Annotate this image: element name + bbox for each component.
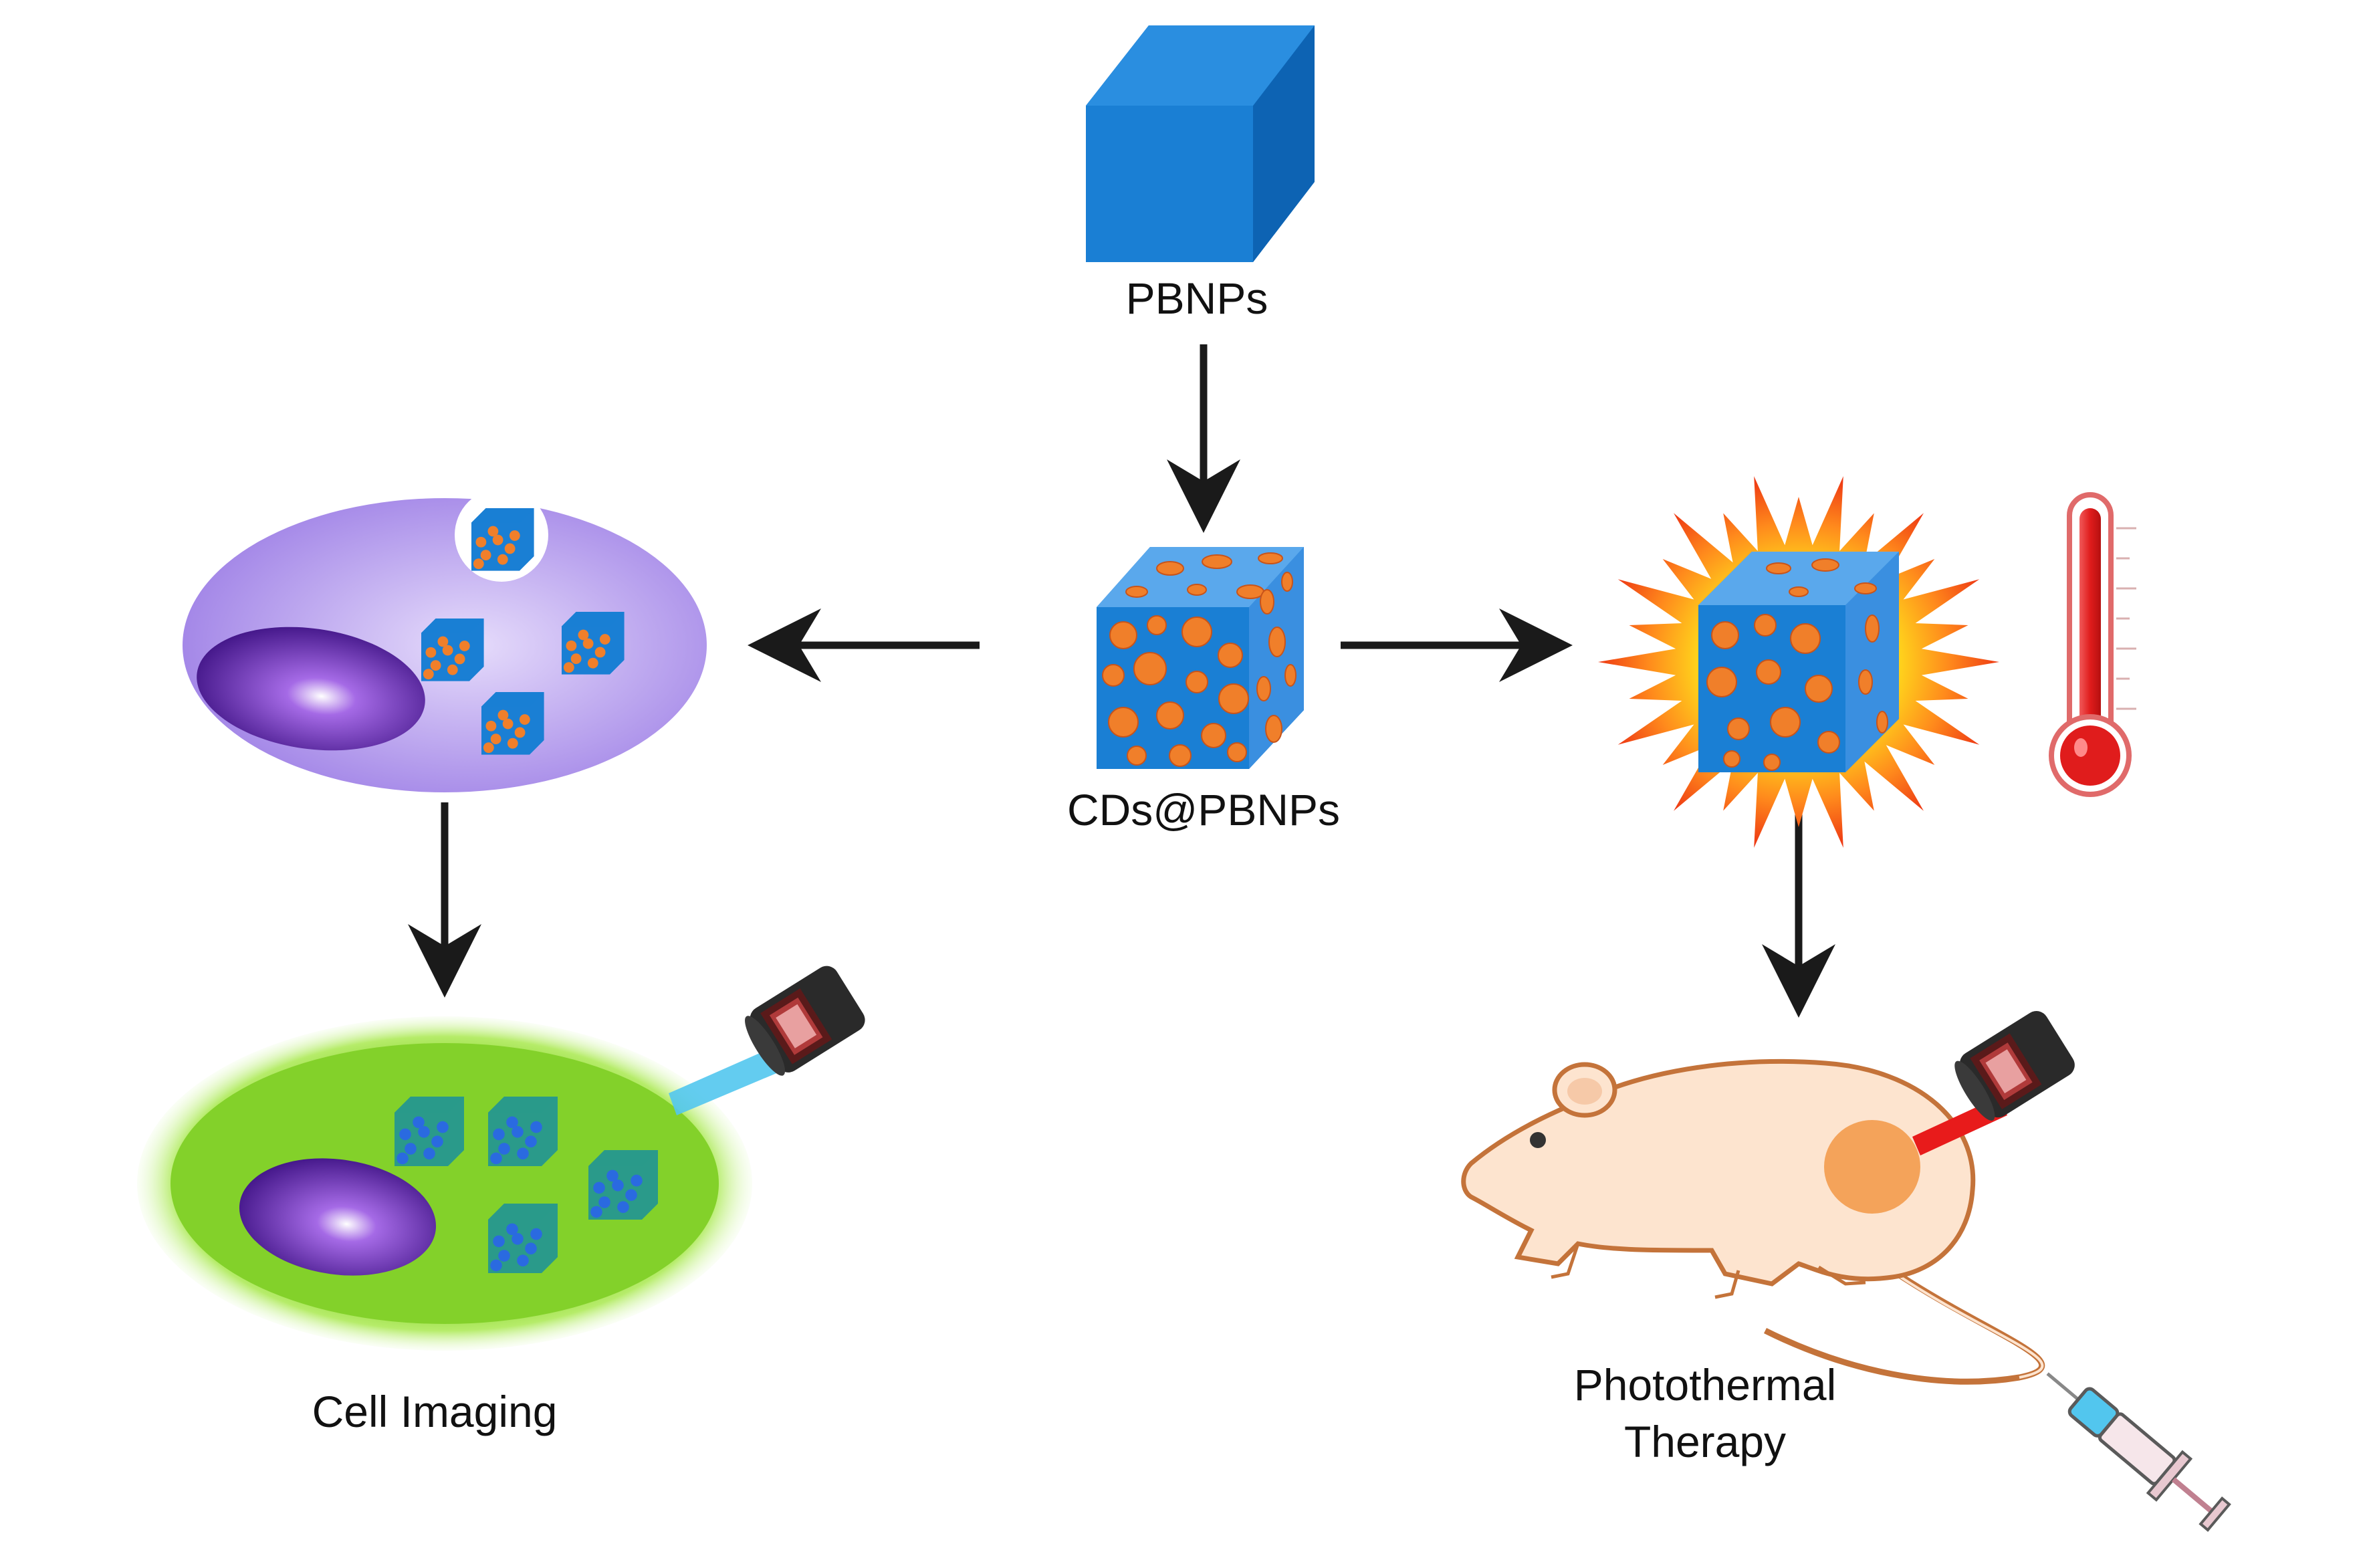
arrows	[408, 344, 1835, 1018]
fluorescent-cube-icon	[394, 1097, 464, 1166]
fluorescent-cube-icon	[588, 1150, 658, 1220]
fluorescent-cubes	[394, 1097, 658, 1273]
mouse-eye	[1530, 1132, 1546, 1148]
fluorescent-cube-icon	[488, 1097, 558, 1166]
mini-cube-icon	[562, 612, 625, 675]
cds-pbnps-label: CDs@PBNPs	[1066, 785, 1341, 834]
pbnps-label: PBNPs	[1125, 273, 1268, 323]
mini-cube-icon	[421, 619, 484, 681]
fluorescent-cube-icon	[488, 1204, 558, 1273]
laser-emitter-icon	[1912, 1011, 2075, 1155]
heated-cube-icon	[1698, 552, 1899, 772]
prussian-blue-cube-icon	[1086, 25, 1315, 262]
laser-emitter-icon	[669, 966, 865, 1115]
photothermal-label-line2: Therapy	[1623, 1417, 1787, 1466]
tumor-icon	[1824, 1120, 1920, 1214]
syringe-icon	[2046, 1372, 2231, 1532]
cds-loaded-cube-icon	[1097, 547, 1304, 769]
nucleus-icon	[197, 627, 425, 751]
fluorescent-cell-icon	[137, 1016, 752, 1351]
thermometer-icon	[2049, 492, 2136, 797]
mini-cube-icon	[471, 508, 534, 571]
mouse-icon	[1461, 1058, 2045, 1385]
nucleus-icon	[239, 1158, 437, 1276]
cell-imaging-label: Cell Imaging	[312, 1387, 558, 1436]
internalized-cubes	[421, 508, 625, 755]
photothermal-label-line1: Photothermal	[1573, 1360, 1837, 1410]
mini-cube-icon	[481, 692, 544, 755]
